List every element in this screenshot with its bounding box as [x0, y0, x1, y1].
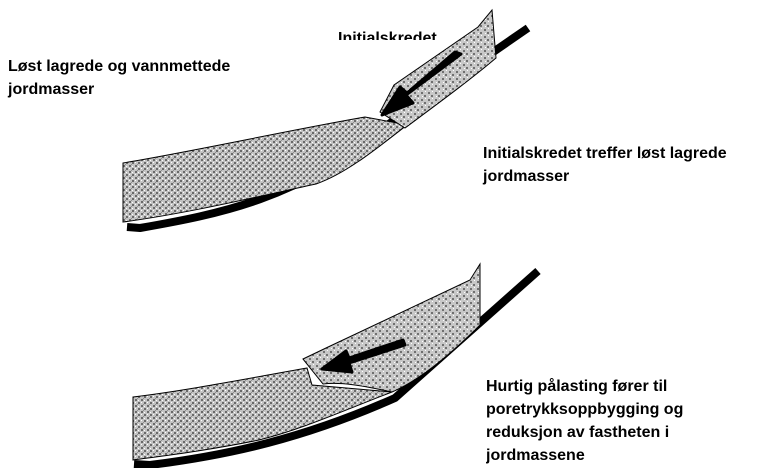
deposit-label: Løst lagrede og vannmettede jordmasser	[8, 55, 230, 101]
bottom-slide-mass	[303, 264, 480, 392]
bottom-caption-line-3: reduksjon av fastheten i	[486, 421, 683, 444]
bottom-caption: Hurtig pålasting fører til poretrykksopp…	[486, 375, 683, 467]
initial-slide-label-clip: Initialskredet	[338, 26, 460, 40]
deposit-label-line-2: jordmasser	[8, 78, 230, 101]
top-caption-line-1: Initialskredet treffer løst lagrede	[483, 142, 727, 165]
deposit-label-line-1: Løst lagrede og vannmettede	[8, 55, 230, 78]
top-caption: Initialskredet treffer løst lagrede jord…	[483, 142, 727, 188]
bottom-caption-line-2: poretrykksoppbygging og	[486, 398, 683, 421]
initial-slide-label: Initialskredet	[338, 27, 437, 40]
bottom-panel	[133, 264, 538, 465]
bottom-caption-line-4: jordmassene	[486, 444, 683, 467]
top-panel	[123, 10, 528, 228]
top-caption-line-2: jordmasser	[483, 165, 727, 188]
bottom-caption-clip: Hurtig pålasting fører til poretrykksopp…	[486, 375, 781, 468]
bottom-caption-line-1: Hurtig pålasting fører til	[486, 375, 683, 398]
top-loose-deposit	[123, 117, 407, 222]
